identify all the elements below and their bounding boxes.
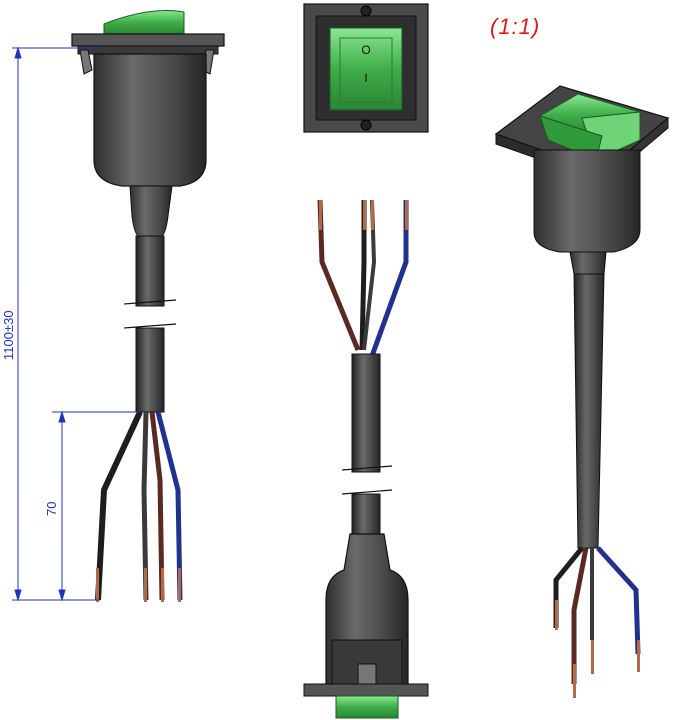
- scale-label: (1:1): [490, 14, 541, 39]
- side-view: [71, 10, 225, 602]
- overall-length-label: 1100±30: [1, 310, 16, 360]
- front-rocker: [329, 27, 403, 111]
- strip-length-label: 70: [44, 502, 59, 516]
- rocker-switch: [103, 10, 185, 35]
- isometric-view: [494, 85, 670, 698]
- rear-view: [303, 199, 429, 719]
- mounting-flange: [71, 33, 225, 47]
- wire-black: [95, 410, 143, 601]
- wire-brown: [149, 411, 165, 601]
- wire-blue: [155, 411, 183, 601]
- front-view: O I: [303, 3, 429, 133]
- dimension-lines: [12, 46, 140, 602]
- on-marking: I: [364, 71, 367, 85]
- cable-boot: [129, 185, 173, 237]
- cable: [135, 235, 165, 307]
- wire-gray: [141, 411, 149, 601]
- off-marking: O: [361, 43, 370, 57]
- switch-housing: [93, 53, 207, 187]
